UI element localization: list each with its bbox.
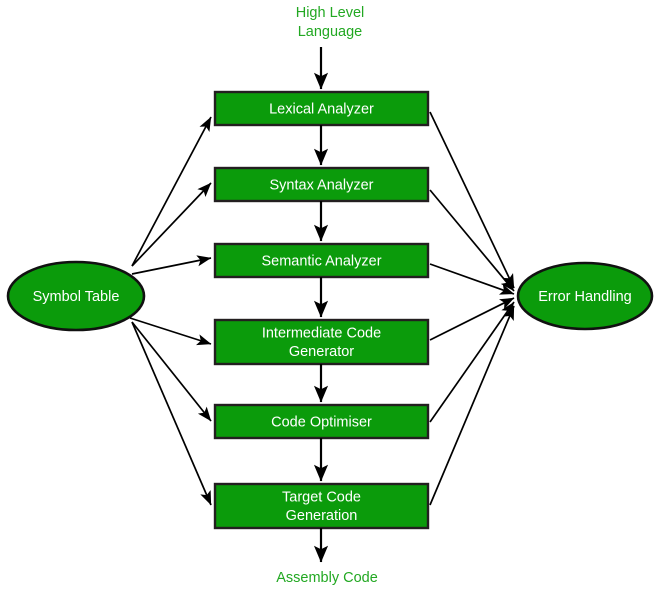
intermediate-code-generator-label-line1: Intermediate Code — [262, 325, 381, 341]
error-handling-ellipse[interactable] — [516, 261, 654, 331]
target-code-generation-rect[interactable] — [213, 482, 430, 530]
lexical-analyzer-label: Lexical Analyzer — [269, 101, 374, 117]
input-label-line2: Language — [298, 24, 363, 40]
arrow-syntax-to-error-handling — [429, 189, 515, 292]
phase-box-lexical-analyzer[interactable]: Lexical Analyzer — [213, 90, 430, 127]
arrow-target-to-error-handling — [429, 305, 515, 506]
semantic-analyzer-label: Semantic Analyzer — [261, 253, 381, 269]
syntax-analyzer-label: Syntax Analyzer — [270, 177, 374, 193]
symbol-table-node[interactable]: Symbol Table — [6, 260, 146, 332]
phase-box-semantic-analyzer[interactable]: Semantic Analyzer — [213, 242, 430, 279]
arrow-intermediate-to-error-handling — [429, 297, 515, 341]
arrow-symbol-table-to-intermediate — [129, 317, 212, 346]
syntax-analyzer-rect[interactable] — [213, 166, 430, 203]
arrow-lexical-to-error-handling — [429, 111, 515, 289]
error-handling-label: Error Handling — [538, 289, 632, 305]
arrow-symbol-table-to-semantic — [131, 255, 212, 275]
phase-box-intermediate-code-generator[interactable]: Intermediate Code Generator — [213, 318, 430, 366]
target-code-generation-label-line1: Target Code — [282, 489, 361, 505]
phase-box-code-optimiser[interactable]: Code Optimiser — [213, 403, 430, 440]
code-optimiser-label: Code Optimiser — [271, 414, 372, 430]
intermediate-code-generator-label-line2: Generator — [289, 344, 354, 360]
arrow-symbol-table-to-syntax — [131, 182, 212, 267]
arrow-optimiser-to-error-handling — [429, 301, 515, 423]
code-optimiser-rect[interactable] — [213, 403, 430, 440]
output-label: Assembly Code — [276, 570, 378, 586]
symbol-table-label: Symbol Table — [33, 289, 120, 305]
arrow-symbol-table-to-target — [131, 321, 212, 506]
arrow-semantic-to-error-handling — [429, 263, 515, 295]
symbol-table-ellipse[interactable] — [6, 260, 146, 332]
phase-box-target-code-generation[interactable]: Target Code Generation — [213, 482, 430, 530]
target-code-generation-label-line2: Generation — [286, 508, 358, 524]
error-handling-node[interactable]: Error Handling — [516, 261, 654, 331]
arrow-symbol-table-to-optimiser — [131, 321, 212, 422]
input-label-line1: High Level — [296, 5, 365, 21]
arrow-symbol-table-to-lexical — [131, 116, 212, 267]
phase-box-syntax-analyzer[interactable]: Syntax Analyzer — [213, 166, 430, 203]
